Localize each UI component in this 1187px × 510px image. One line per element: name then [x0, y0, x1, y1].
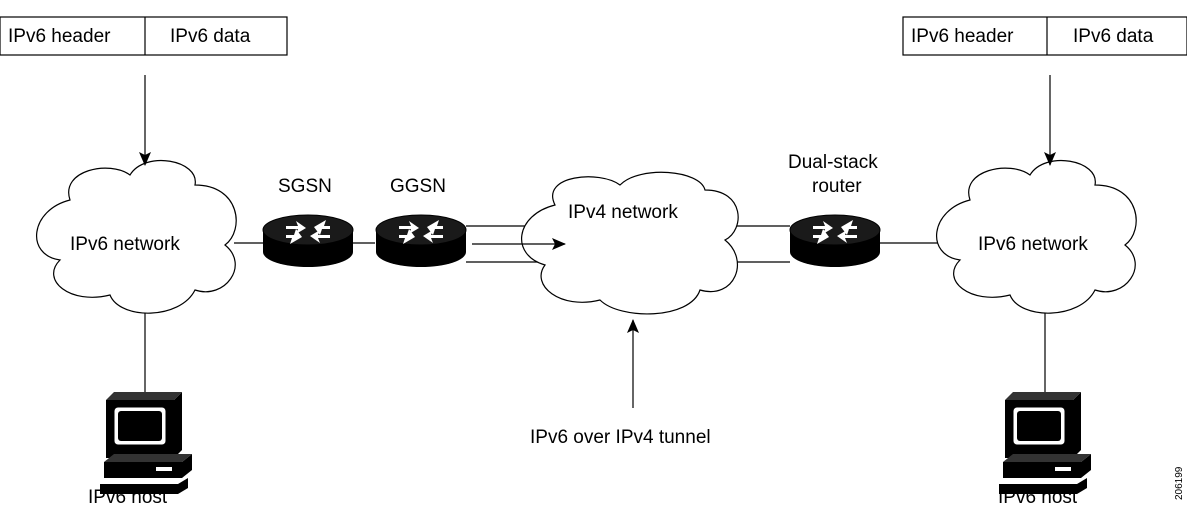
left-ipv6-host-icon	[99, 391, 193, 495]
ipv4-network-cloud: IPv4 network	[521, 171, 739, 315]
ggsn-router	[375, 214, 467, 268]
left-ipv6-packet: IPv6 header IPv6 data	[0, 16, 288, 56]
left-ipv6-network-label: IPv6 network	[70, 234, 180, 255]
figure-id: 206199	[1174, 466, 1185, 500]
dual-stack-router	[789, 214, 881, 268]
right-packet-header-label: IPv6 header	[911, 26, 1014, 47]
right-ipv6-host-icon	[998, 391, 1092, 495]
dual-stack-label-line2: router	[812, 176, 862, 197]
left-ipv6-network-cloud: IPv6 network	[36, 160, 237, 314]
right-ipv6-network-cloud: IPv6 network	[936, 160, 1137, 314]
sgsn-label: SGSN	[278, 176, 332, 197]
left-packet-header-label: IPv6 header	[8, 26, 111, 47]
right-host-label: IPv6 host	[998, 487, 1078, 508]
ggsn-label: GGSN	[390, 176, 446, 197]
ipv4-network-label: IPv4 network	[568, 202, 678, 223]
right-ipv6-packet: IPv6 header IPv6 data	[902, 16, 1187, 56]
dual-stack-label-line1: Dual-stack	[788, 152, 878, 173]
tunnel-label: IPv6 over IPv4 tunnel	[530, 427, 711, 448]
sgsn-router	[262, 214, 354, 268]
right-packet-data-label: IPv6 data	[1073, 26, 1154, 47]
left-packet-data-label: IPv6 data	[170, 26, 251, 47]
left-host-label: IPv6 host	[88, 487, 168, 508]
right-ipv6-network-label: IPv6 network	[978, 234, 1088, 255]
